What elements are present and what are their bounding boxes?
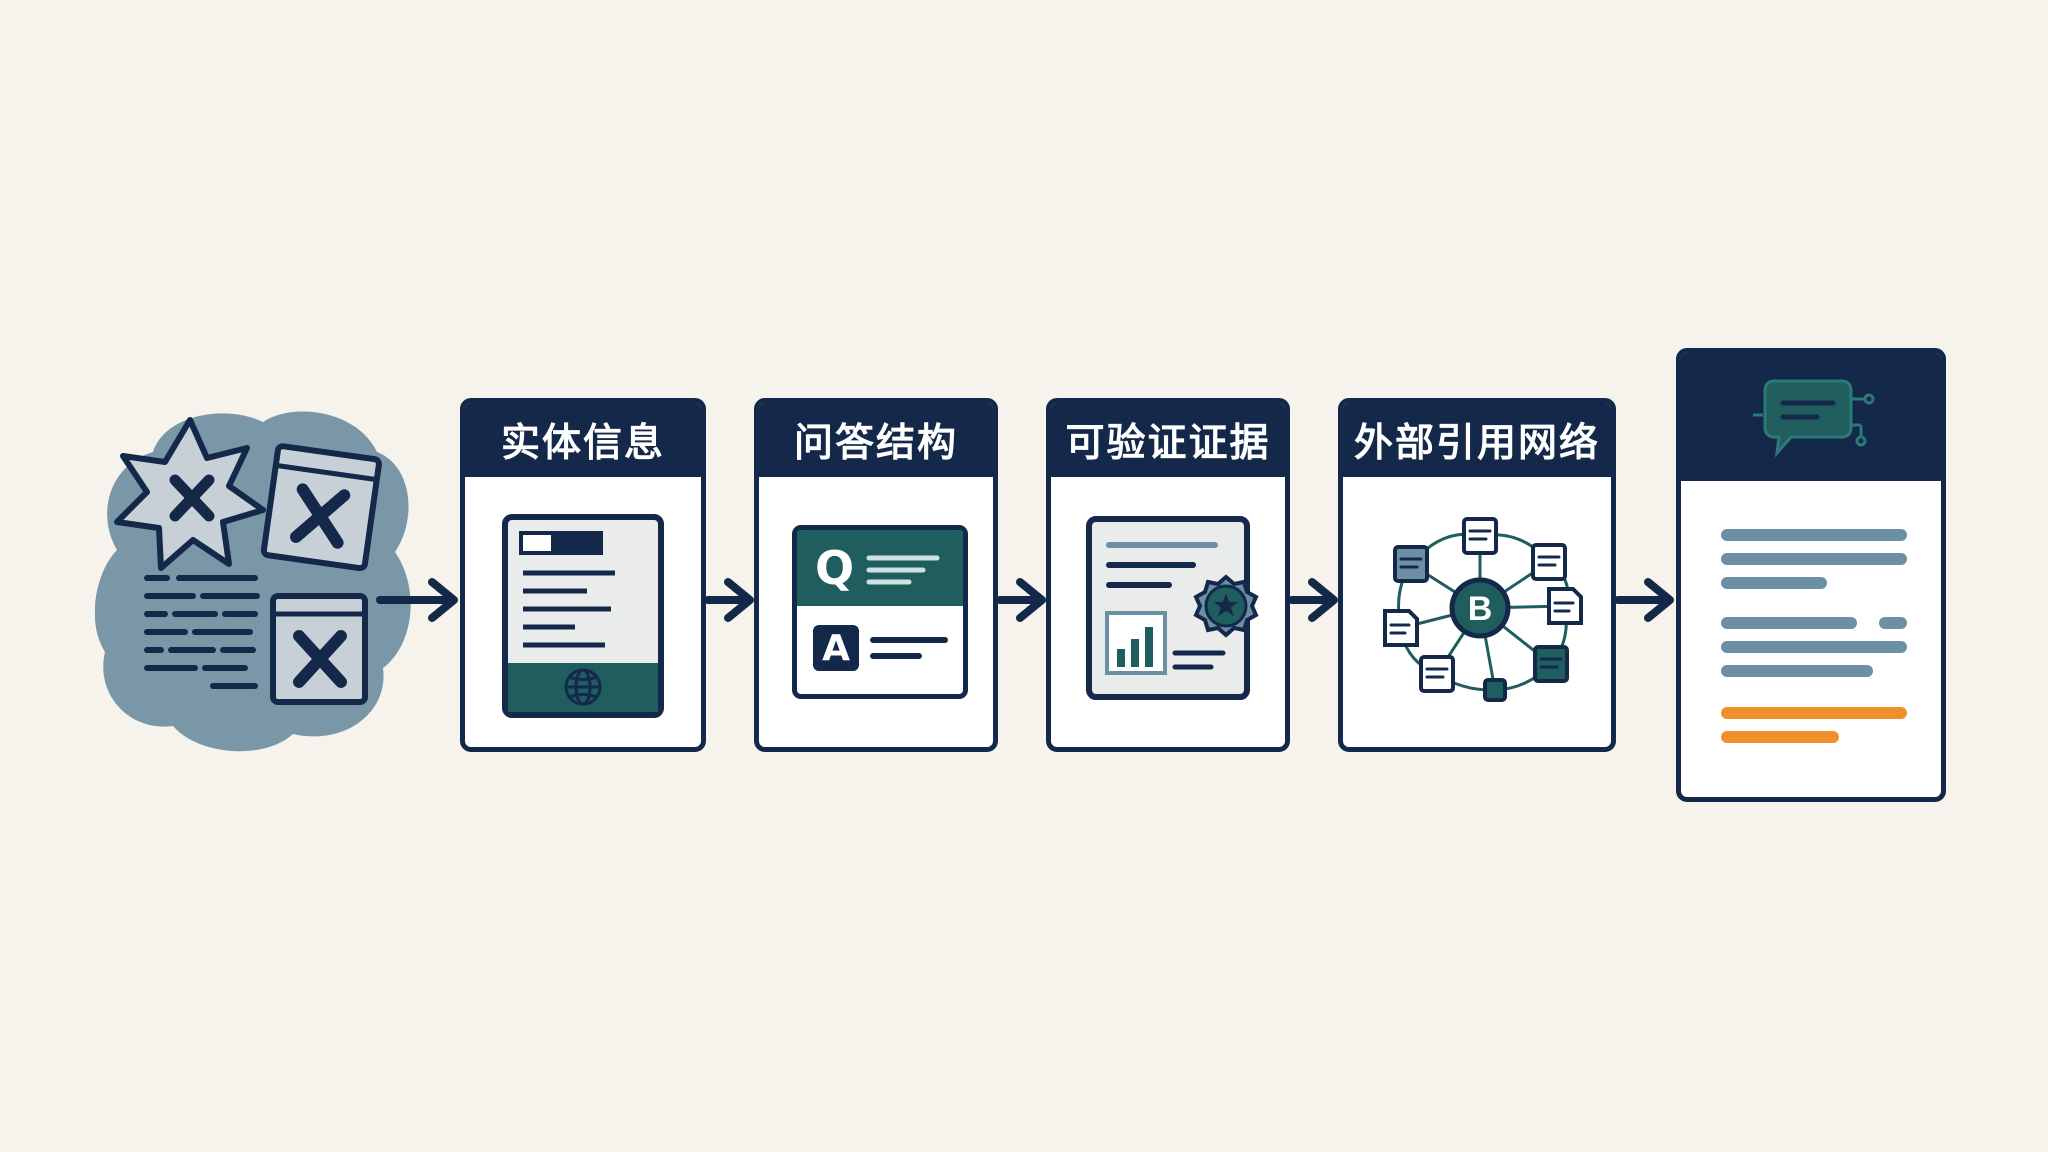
entity-document-icon [502,514,664,718]
question-text-lines [866,555,940,585]
question-letter: Q [815,541,855,595]
question-row: Q [797,530,963,606]
answer-text-lines [1721,529,1907,743]
step-card-evidence: 可验证证据 [1046,398,1290,752]
step-title: 问答结构 [759,403,993,477]
starburst-x-icon [114,417,266,571]
hub-node [1449,577,1511,639]
ai-answer-card [1676,348,1946,802]
citation-network-icon: B [1383,517,1583,702]
step-title: 可验证证据 [1051,403,1285,477]
globe-icon [564,668,602,706]
step-title: 外部引用网络 [1343,403,1611,477]
step-card-entity: 实体信息 [460,398,706,752]
messy-content-cloud [95,411,411,752]
rejected-window-icon-top [260,443,382,572]
arrow-3 [996,578,1046,622]
arrow-5 [1614,578,1674,622]
scattered-text-lines [144,575,260,689]
arrow-2 [704,578,754,622]
qa-panel: Q A [792,525,968,699]
step-card-qa: 问答结构 Q A [754,398,998,752]
evidence-document-icon [1086,516,1259,700]
answer-letter: A [813,625,859,671]
verified-seal-icon [1193,574,1259,638]
hub-letter: B [1468,590,1493,628]
ai-answer-header [1681,353,1941,481]
answer-text-lines [870,637,948,659]
rejected-window-icon-bottom [270,593,368,705]
bar-chart-icon [1105,611,1167,675]
arrow-1 [376,578,458,622]
answer-row: A [797,606,963,690]
highlighted-answer-lines [1721,707,1907,743]
document-node-icons [1383,517,1583,702]
arrow-4 [1288,578,1338,622]
chat-bubble-icon [1753,379,1875,458]
step-title: 实体信息 [465,403,701,477]
step-card-network: 外部引用网络 [1338,398,1616,752]
